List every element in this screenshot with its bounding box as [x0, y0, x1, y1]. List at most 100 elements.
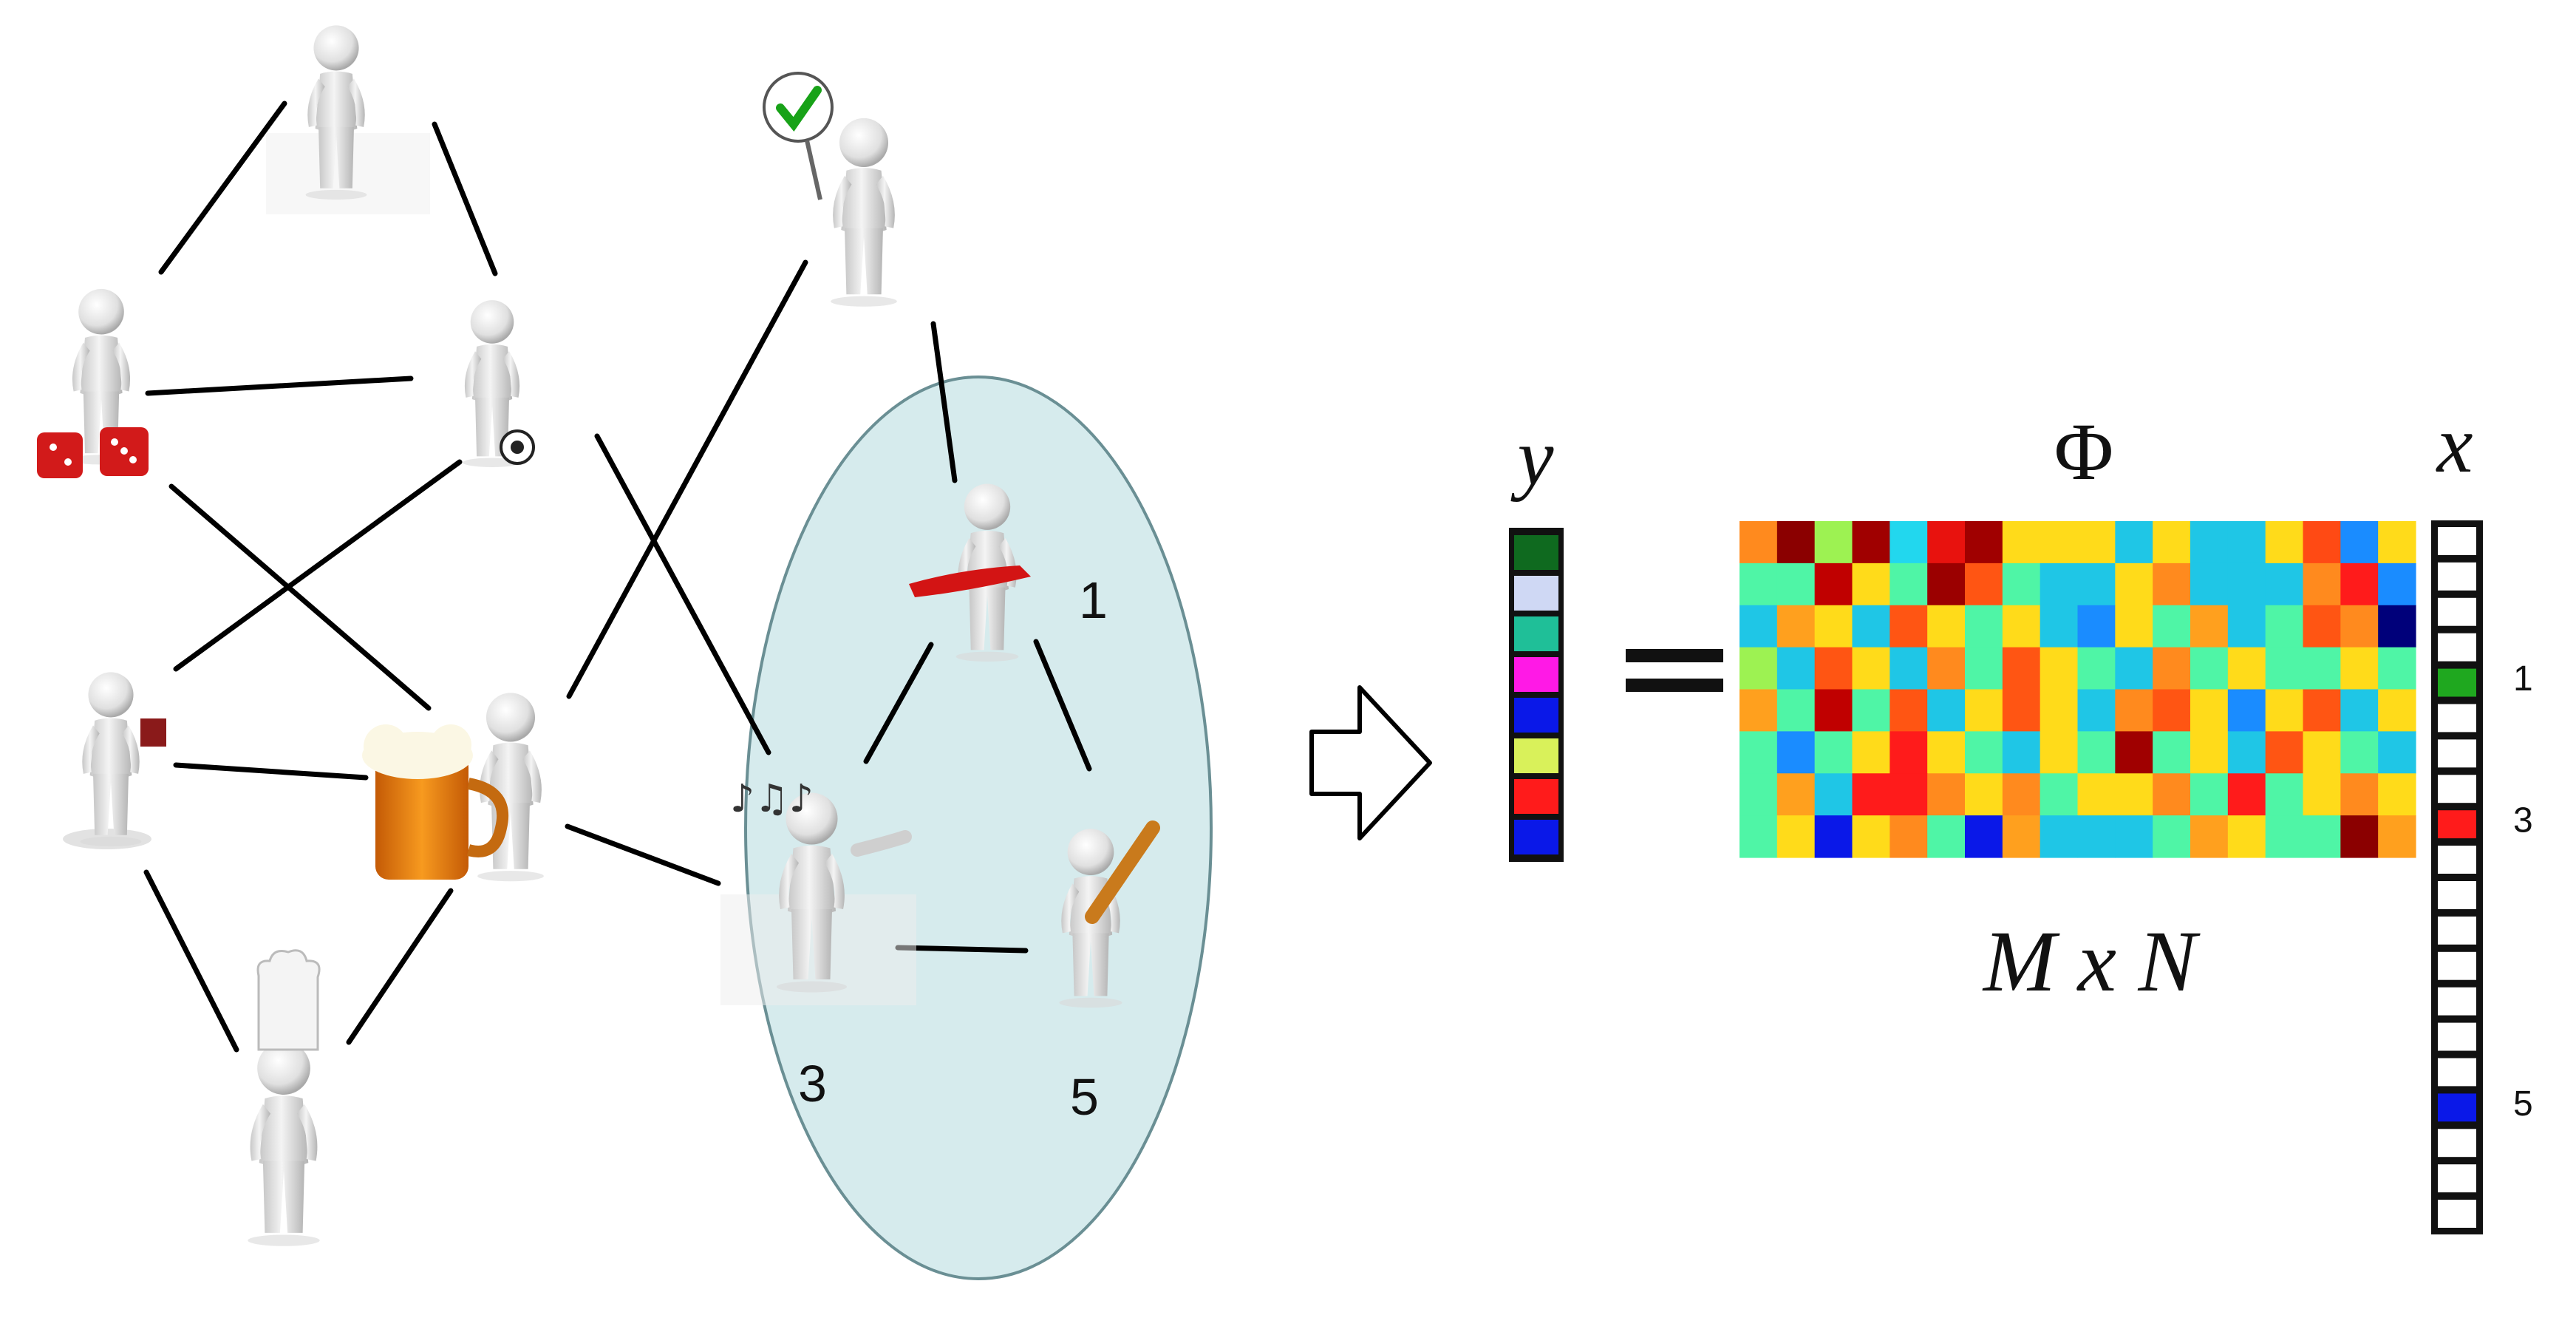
phi-cell — [2077, 605, 2116, 648]
phi-cell — [2378, 563, 2416, 606]
phi-cell — [2190, 647, 2229, 690]
phi-cell — [2077, 731, 2116, 774]
phi-cell — [2340, 773, 2379, 816]
y-vector-cell — [1513, 534, 1560, 571]
person-runner-node — [909, 483, 1031, 662]
phi-cell — [2378, 689, 2416, 732]
phi-cell — [2190, 521, 2229, 564]
phi-cell — [1814, 521, 1853, 564]
phi-cell — [1927, 605, 1966, 648]
phi-cell — [2002, 815, 2041, 858]
phi-cell — [2077, 689, 2116, 732]
phi-cell — [2265, 605, 2304, 648]
phi-cell — [2190, 605, 2229, 648]
person-chef-node — [248, 949, 321, 1246]
phi-cell — [2265, 521, 2304, 564]
phi-cell — [2227, 521, 2266, 564]
phi-cell — [2227, 563, 2266, 606]
phi-cell — [2303, 605, 2341, 648]
x-vector — [2431, 520, 2483, 1234]
phi-cell — [1776, 647, 1816, 690]
network-edges — [143, 101, 1092, 1053]
phi-cell — [1814, 731, 1853, 774]
phi-cell — [2190, 731, 2229, 774]
phi-cell — [2077, 815, 2116, 858]
phi-cell — [2077, 521, 2116, 564]
edge — [863, 642, 934, 764]
phi-cell — [2077, 563, 2116, 606]
phi-cell — [2378, 773, 2416, 816]
x-vector-nonzero-cell — [2436, 667, 2478, 699]
phi-cell — [1890, 647, 1928, 690]
phi-cell — [2077, 773, 2116, 816]
phi-cell — [2002, 731, 2041, 774]
phi-cell — [1965, 521, 2003, 564]
phi-cell — [2115, 563, 2153, 606]
phi-cell — [1927, 815, 1966, 858]
phi-cell — [2115, 647, 2153, 690]
phi-cell — [2227, 773, 2266, 816]
person-phone-node — [266, 25, 430, 214]
phi-cell — [2002, 605, 2041, 648]
phi-cell — [2153, 521, 2191, 564]
edge — [594, 433, 771, 755]
phi-cell — [2227, 689, 2266, 732]
phi-cell — [2040, 647, 2079, 690]
phi-cell — [2115, 689, 2153, 732]
phi-cell — [2265, 689, 2304, 732]
x-label: x — [2436, 399, 2473, 489]
phi-cell — [2153, 605, 2191, 648]
phi-cell — [1852, 815, 1890, 858]
phi-cell — [2227, 647, 2266, 690]
x-vector-cell — [2436, 880, 2478, 911]
phi-cell — [1814, 815, 1853, 858]
x-vector-cell — [2436, 1056, 2478, 1088]
phi-cell — [2190, 563, 2229, 606]
y-vector-cell — [1513, 615, 1560, 653]
phi-cell — [2340, 689, 2379, 732]
phi-cell — [2153, 773, 2191, 816]
x-vector-cell — [2436, 738, 2478, 769]
phi-cell — [1890, 731, 1928, 774]
phi-cell — [1814, 689, 1853, 732]
phi-cell — [2153, 689, 2191, 732]
phi-cell — [1927, 773, 1966, 816]
phi-cell — [2153, 815, 2191, 858]
x-index-labels: 135 — [2513, 659, 2533, 1124]
phi-cell — [1814, 647, 1853, 690]
phi-cell — [1740, 689, 1778, 732]
phi-cell — [1740, 563, 1778, 606]
x-vector-cell — [2436, 702, 2478, 734]
phi-cell — [1852, 731, 1890, 774]
edge — [566, 259, 808, 699]
edge — [930, 321, 958, 483]
person-dice-node — [37, 288, 149, 478]
edge — [432, 121, 498, 276]
x-vector-cell — [2436, 1163, 2478, 1195]
phi-cell — [2340, 521, 2379, 564]
phi-cell — [1740, 605, 1778, 648]
beer-mug-icon — [375, 754, 468, 880]
phi-cell — [2002, 521, 2041, 564]
phi-cell — [2303, 731, 2341, 774]
phi-cell — [2002, 773, 2041, 816]
measurement-equation: y Φ M x N x 135 — [1509, 399, 2533, 1234]
music-notes-icon: ♪♫♪ — [730, 777, 814, 821]
phi-cell — [2115, 773, 2153, 816]
phi-cell — [1814, 773, 1853, 816]
phi-cell — [2040, 689, 2079, 732]
gift-icon — [140, 718, 166, 747]
phi-cell — [1927, 689, 1966, 732]
phi-cell — [1814, 605, 1853, 648]
phi-cell — [1776, 605, 1816, 648]
phi-cell — [2115, 605, 2153, 648]
phi-cell — [2227, 605, 2266, 648]
person-singer-node: ♪♫♪ — [720, 777, 916, 1005]
x-vector-cell — [2436, 773, 2478, 805]
phi-cell — [1740, 773, 1778, 816]
phi-cell — [1965, 647, 2003, 690]
baseball-bat-icon — [1085, 820, 1160, 924]
group-label-3: 3 — [798, 1055, 827, 1112]
equals-sign — [1626, 649, 1723, 692]
phi-cell — [1890, 773, 1928, 816]
